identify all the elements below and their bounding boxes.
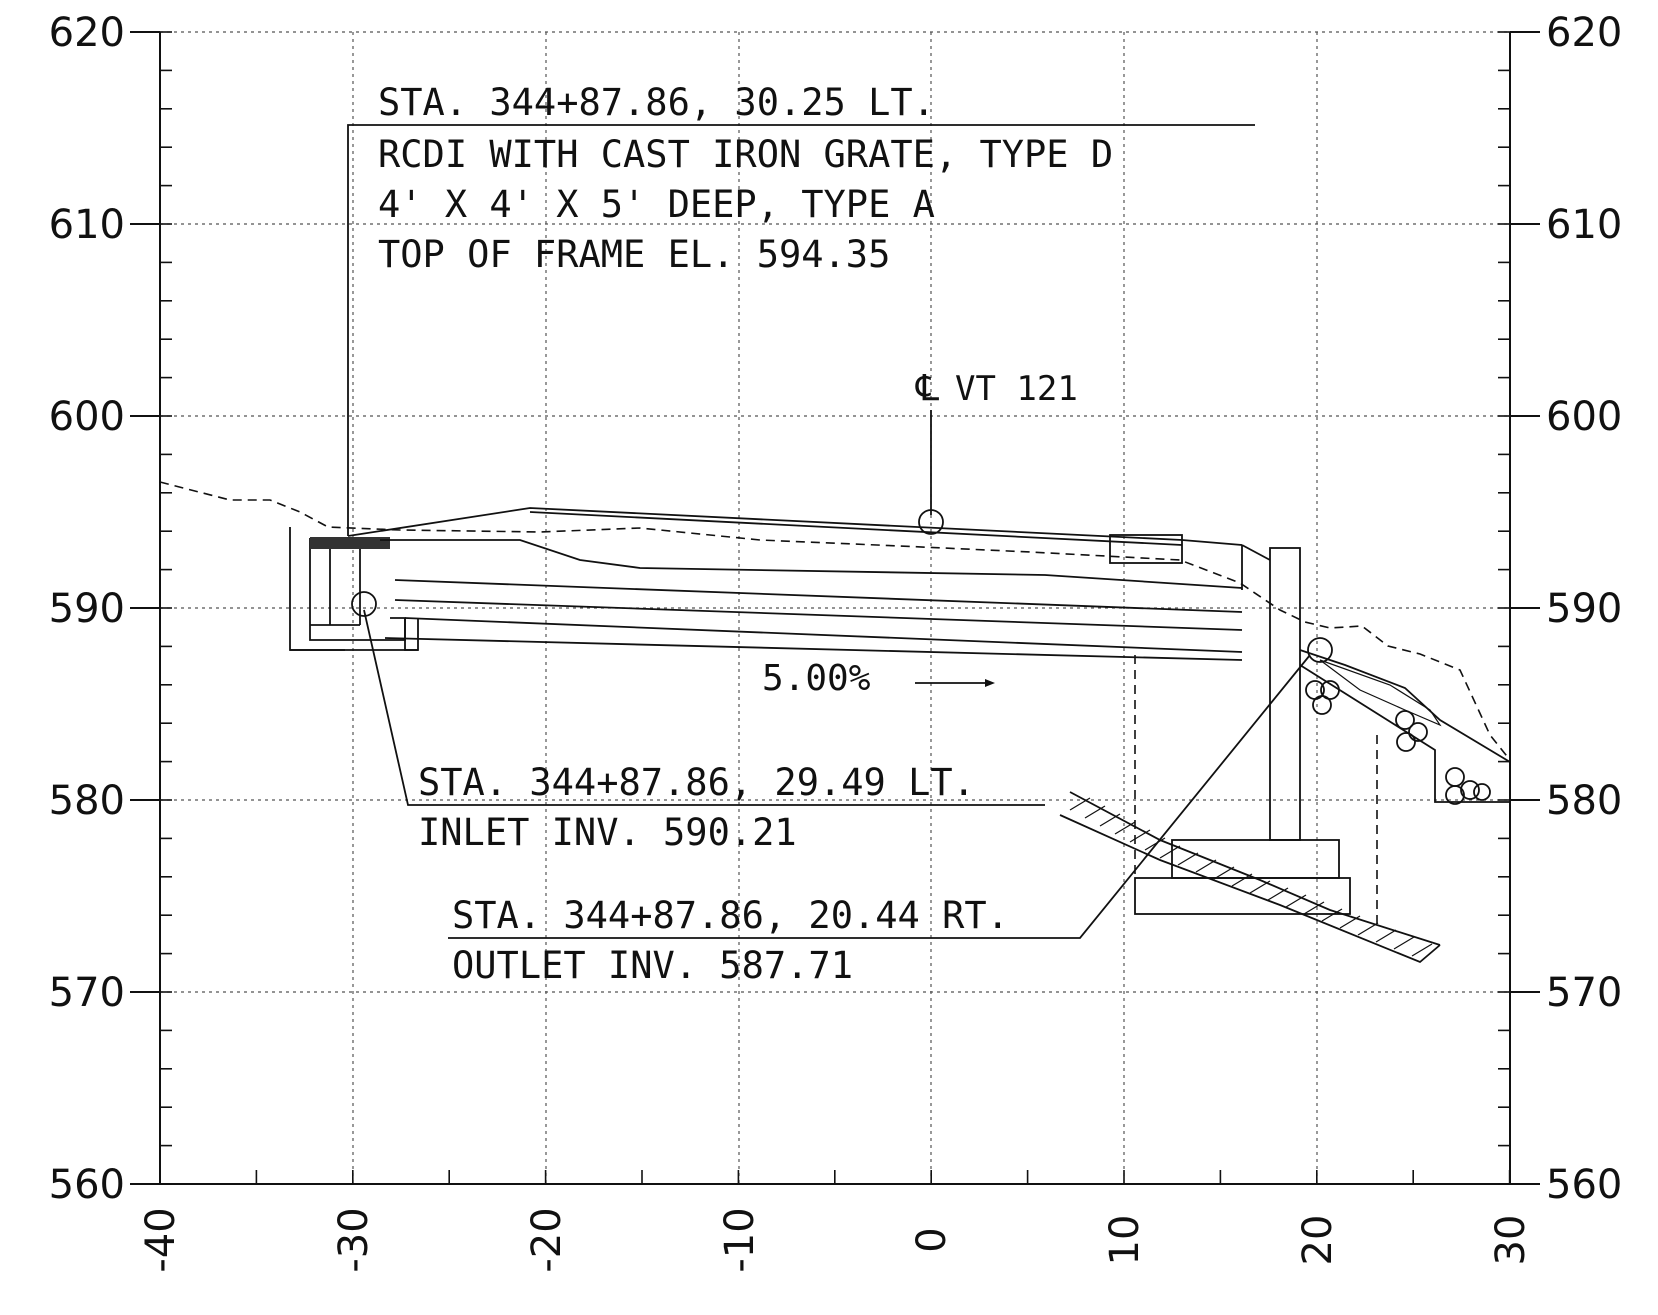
x-label: -10: [717, 1207, 763, 1272]
y-label: 620: [1546, 10, 1622, 56]
ledge-hatch: [1059, 791, 1441, 964]
centerline-marker: ℄ VT 121: [915, 368, 1078, 535]
x-label: 20: [1295, 1215, 1341, 1266]
y-label: 600: [49, 394, 125, 440]
callout-top-line4: TOP OF FRAME EL. 594.35: [378, 233, 890, 276]
callout-inlet: STA. 344+87.86, 29.49 LT. INLET INV. 590…: [418, 761, 975, 854]
x-label: 30: [1488, 1215, 1534, 1266]
roadway-section: [347, 507, 1271, 661]
callout-top-line3: 4' X 4' X 5' DEEP, TYPE A: [378, 183, 935, 226]
callout-inlet-line1: STA. 344+87.86, 29.49 LT.: [418, 761, 975, 804]
y-label: 590: [49, 586, 125, 632]
callout-top-line1: STA. 344+87.86, 30.25 LT.: [378, 81, 935, 124]
x-axis: -40 -30 -20 -10 0 10 20 30: [138, 1207, 1534, 1272]
y-label: 620: [49, 10, 125, 56]
y-label: 570: [49, 970, 125, 1016]
y-label: 580: [49, 778, 125, 824]
x-label: -30: [331, 1207, 377, 1272]
grid-horizontal: [160, 31, 1510, 993]
callout-outlet-line2: OUTLET INV. 587.71: [452, 944, 853, 987]
y-label: 580: [1546, 778, 1622, 824]
headwall: [1134, 547, 1378, 925]
callout-leaders: [347, 124, 1311, 939]
y-axis-left: 620 610 600 590 580 570 560: [49, 10, 125, 1208]
y-label: 590: [1546, 586, 1622, 632]
y-label: 560: [1546, 1162, 1622, 1208]
callout-outlet: STA. 344+87.86, 20.44 RT. OUTLET INV. 58…: [452, 894, 1009, 987]
y-label: 610: [1546, 202, 1622, 248]
catch-basin: [289, 527, 419, 651]
y-axis-right: 620 610 600 590 580 570 560: [1546, 10, 1622, 1208]
y-label: 560: [49, 1162, 125, 1208]
x-label: -40: [138, 1207, 184, 1272]
callout-inlet-line2: INLET INV. 590.21: [418, 811, 797, 854]
slope-label: 5.00%: [762, 658, 871, 699]
callout-outlet-line1: STA. 344+87.86, 20.44 RT.: [452, 894, 1009, 937]
centerline-label: VT 121: [955, 369, 1078, 409]
minor-ticks: [159, 31, 1511, 1185]
y-label: 610: [49, 202, 125, 248]
x-label: -20: [524, 1207, 570, 1272]
callout-top: STA. 344+87.86, 30.25 LT. RCDI WITH CAST…: [378, 81, 1113, 276]
riprap-slope: [1299, 649, 1511, 805]
y-label: 570: [1546, 970, 1622, 1016]
y-label: 600: [1546, 394, 1622, 440]
existing-ground-line: [159, 481, 1511, 761]
x-label: 0: [909, 1227, 955, 1252]
callout-top-line2: RCDI WITH CAST IRON GRATE, TYPE D: [378, 133, 1113, 176]
x-label: 10: [1102, 1215, 1148, 1266]
centerline-symbol: ℄: [915, 368, 939, 409]
